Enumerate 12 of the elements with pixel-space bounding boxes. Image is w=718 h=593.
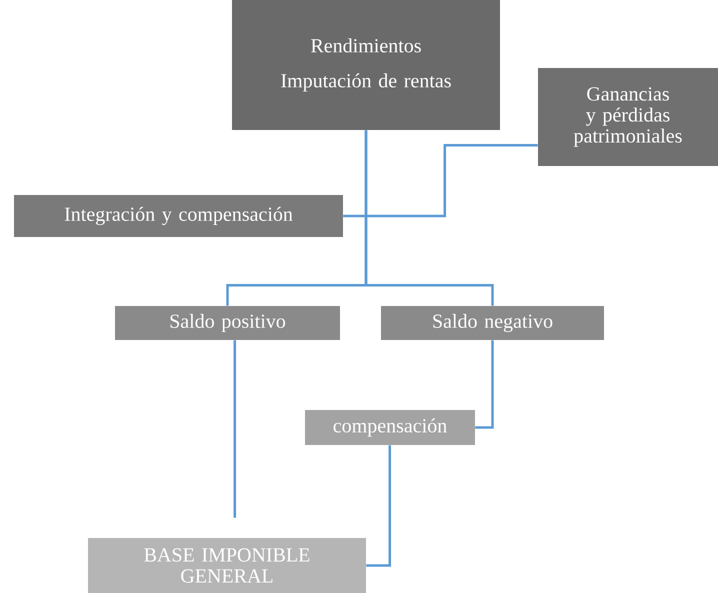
connector (343, 144, 538, 218)
process-box: Saldo positivo (115, 306, 340, 340)
connector (234, 340, 236, 518)
process-box: Rendimientos Imputación de rentas (232, 0, 500, 130)
process-box: BASE IMPONIBLE GENERAL (88, 538, 366, 593)
process-box: Ganancias y pérdidas patrimoniales (538, 68, 718, 166)
connector (364, 130, 494, 306)
connector (475, 340, 494, 429)
process-box: compensación (305, 410, 475, 445)
connector (366, 445, 392, 567)
process-box: Integración y compensación (14, 195, 343, 237)
process-box: Saldo negativo (381, 306, 604, 340)
